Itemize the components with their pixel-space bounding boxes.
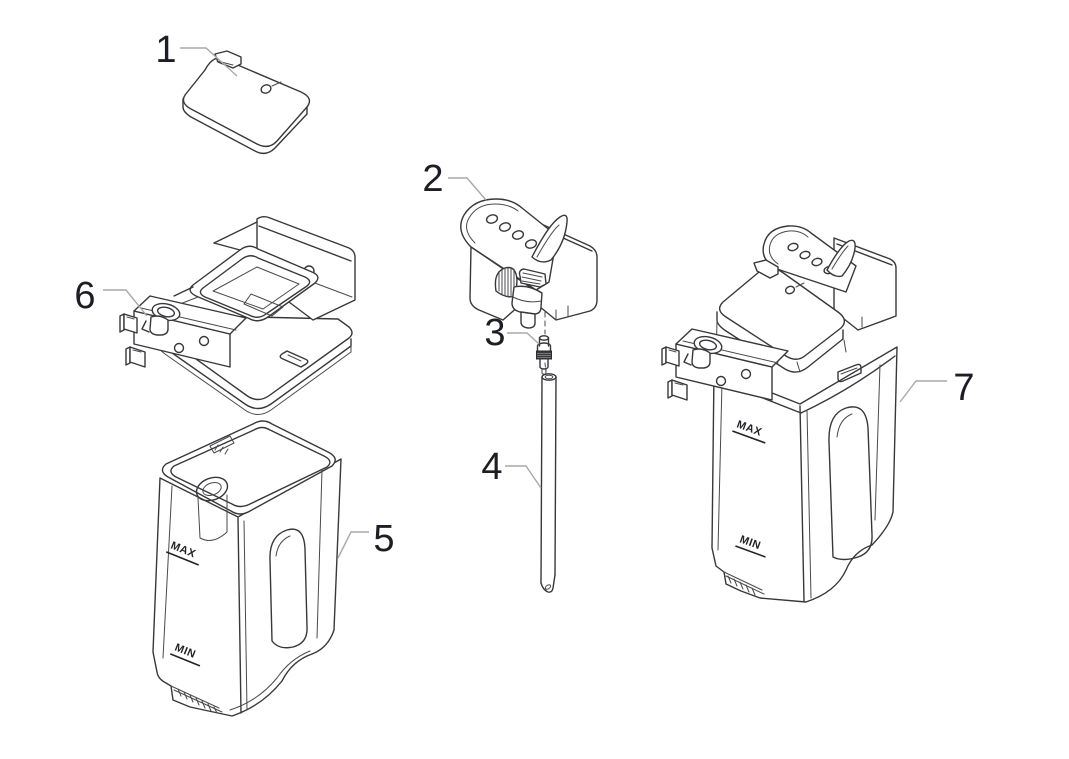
assembly-foot: [723, 571, 765, 596]
frother-right-box-steps: [555, 305, 569, 321]
callout-leaders: [103, 47, 947, 559]
container-rim-notch: [209, 435, 235, 455]
part-5-milk-container: MAX MIN: [152, 420, 342, 717]
part-4-leader-line: [505, 465, 542, 489]
container-grip-accent: [275, 535, 291, 557]
part-5-label: 5: [373, 518, 394, 560]
assembly-flap: [826, 239, 856, 278]
frame-base-slot: [279, 350, 309, 368]
tube-body: [540, 376, 557, 584]
part-7-label: 7: [953, 367, 974, 409]
part-6-lid-frame: [119, 216, 356, 415]
part-1-lid-cover: [182, 50, 311, 155]
assembly-lid-thickness: [716, 311, 844, 373]
part-2-frother-unit: [460, 198, 598, 335]
container-foot: [170, 685, 223, 714]
tube-tip-opening: [544, 584, 552, 590]
container-left-crease: [162, 485, 173, 659]
part-2-leader-line: [448, 177, 487, 201]
connector-rib-lines: [537, 353, 551, 358]
assembly-front-corner-edge: [799, 405, 805, 602]
frother-top-inner-rim: [466, 203, 519, 244]
part-6-leader-line: [103, 289, 148, 317]
container-inner-pipe: [195, 476, 229, 541]
frother-ribbed-vent: [494, 266, 518, 298]
connector-ribbed-band: [536, 350, 552, 360]
part-3-leader-line: [507, 332, 540, 345]
assembly-lid-hole-tick: [795, 282, 805, 288]
lid-clip-tab-edge: [216, 60, 234, 66]
frame-basin-floor: [212, 266, 300, 310]
assembly-front-corner-edge-2: [806, 409, 812, 599]
part-2-label: 2: [422, 158, 443, 200]
lid-hole: [260, 84, 272, 94]
container-bottom-inner-line: [229, 650, 311, 711]
container-body: [152, 458, 342, 717]
connector-neck: [538, 337, 550, 347]
lid-top-face: [182, 57, 311, 148]
container-front-corner-edge: [237, 517, 242, 714]
lid-thickness-edge: [182, 98, 308, 155]
assembly-container-body: [711, 346, 898, 603]
frame-connector-lines: [173, 242, 241, 305]
frame-basin-pocket: [243, 293, 284, 317]
assembly-grip: [828, 406, 873, 561]
frame-base-slot-inner: [287, 354, 302, 362]
container-front-corner-edge-2: [243, 520, 248, 711]
part-4-suction-tube: [540, 373, 557, 593]
part-1-label: 1: [155, 29, 176, 71]
container-inner-rim: [170, 426, 331, 508]
connector-top: [538, 335, 550, 341]
tube-angled-tip: [540, 574, 556, 593]
part-5-leader-line: [337, 531, 369, 559]
assembly-frother-inner-rim: [768, 230, 809, 265]
lid-hole-tick: [271, 81, 282, 87]
steam-holes: [485, 214, 538, 249]
connector-lower: [539, 358, 549, 370]
container-right-crease: [316, 469, 323, 639]
lid-clip-tab: [214, 50, 242, 69]
frame-left-flange: [213, 221, 258, 244]
container-grip: [269, 528, 308, 649]
assembly-flap-inner: [831, 245, 849, 270]
frame-back-wall-top-edge: [258, 225, 352, 262]
assembly-left-crease: [717, 381, 723, 551]
connector-collar: [536, 342, 552, 354]
frame-basin-inner-rim: [199, 255, 311, 318]
part-7-carafe-assembly: MAX MIN: [661, 225, 898, 603]
part-7-leader-line: [899, 380, 947, 403]
frother-clip: [518, 268, 547, 288]
assembly-grip-accent: [836, 413, 853, 438]
assembly-lid-hole: [784, 285, 796, 295]
part-6-label: 6: [74, 275, 95, 317]
part-3-tube-connector: [536, 335, 552, 375]
tube-top-bore: [544, 374, 554, 380]
frame-basin-outer-rim: [189, 245, 319, 322]
assembly-axis-dashed-lower: [544, 362, 547, 374]
part-1-leader-line: [180, 47, 238, 77]
part-4-label: 4: [481, 446, 502, 488]
frother-connector-nozzle: [511, 285, 543, 329]
assembly-lid-tab: [753, 259, 779, 279]
callout-numbers: 1 2 3 4 5 6 7: [74, 29, 974, 560]
part-3-label: 3: [484, 312, 505, 354]
frother-flap-inner: [536, 224, 560, 258]
assembly-latch-slot: [837, 363, 862, 383]
assembly-right-crease: [874, 364, 881, 521]
